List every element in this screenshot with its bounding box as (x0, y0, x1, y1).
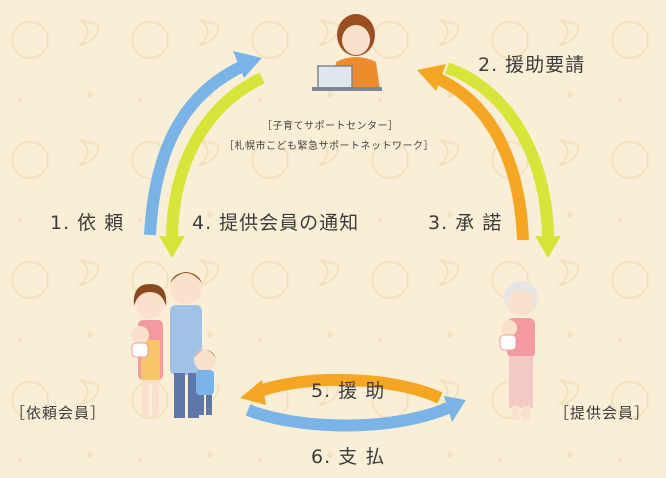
role-provider-label: ［提供会員］ (554, 404, 651, 422)
center-label-support-center: ［子育てサポートセンター］ (262, 121, 399, 132)
step-4-notify: 4. 提供会員の通知 (192, 212, 360, 234)
arrow-6-pay (245, 396, 466, 432)
arrow-3-accept (417, 64, 529, 241)
step-3-accept: 3. 承 諾 (428, 212, 503, 234)
step-6-pay: 6. 支 払 (311, 446, 386, 468)
support-center-staff-illustration (312, 14, 382, 91)
arrow-2-request-help (444, 62, 561, 258)
family-illustration (131, 272, 216, 418)
step-1-request: 1. 依 頼 (50, 212, 125, 234)
step-2-request-help: 2. 援助要請 (478, 54, 586, 76)
step-5-assist: 5. 援 助 (311, 380, 386, 402)
center-label-network: ［札幌市こども緊急サポートネットワーク］ (224, 141, 434, 152)
arrow-4-notify (159, 72, 265, 258)
arrow-1-request (144, 51, 262, 236)
provider-illustration (499, 281, 538, 420)
arrow-5-assist (240, 373, 443, 405)
role-requester-label: ［依頼会員］ (10, 404, 107, 422)
